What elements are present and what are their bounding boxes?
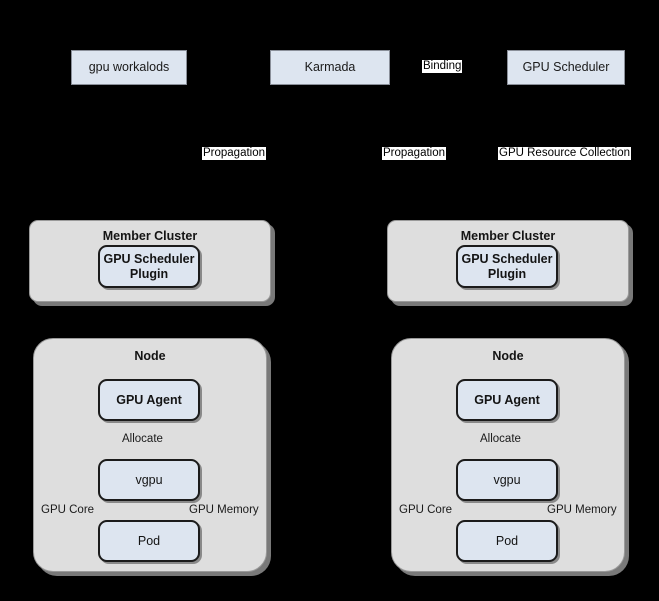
edge-label-propagation-right: Propagation xyxy=(382,147,447,160)
member-cluster-right-title: Member Cluster xyxy=(460,229,556,243)
pod-left[interactable]: Pod xyxy=(98,520,200,562)
edge-label-propagation-left: Propagation xyxy=(202,147,267,160)
gpu-core-label-right: GPU Core xyxy=(399,504,453,516)
gpu-workloads-box[interactable]: gpu workalods xyxy=(71,50,187,85)
gpu-agent-left[interactable]: GPU Agent xyxy=(98,379,200,421)
gpu-scheduler-plugin-right[interactable]: GPU Scheduler Plugin xyxy=(456,245,558,288)
gpu-scheduler-plugin-left[interactable]: GPU Scheduler Plugin xyxy=(98,245,200,288)
edge-karmada-cluster-right xyxy=(354,86,422,218)
pod-right[interactable]: Pod xyxy=(456,520,558,562)
node-right-title: Node xyxy=(492,349,524,363)
karmada-box[interactable]: Karmada xyxy=(270,50,390,85)
gpu-agent-right[interactable]: GPU Agent xyxy=(456,379,558,421)
gpu-scheduler-box[interactable]: GPU Scheduler xyxy=(507,50,625,85)
gpu-memory-label-left: GPU Memory xyxy=(189,504,259,516)
edge-karmada-cluster-left xyxy=(234,86,301,218)
edge-label-gpu-resource-collection: GPU Resource Collection xyxy=(498,147,632,160)
member-cluster-left-title: Member Cluster xyxy=(102,229,198,243)
allocate-label-right: Allocate xyxy=(480,433,521,445)
gpu-core-label-left: GPU Core xyxy=(41,504,95,516)
vgpu-right[interactable]: vgpu xyxy=(456,459,558,501)
edge-label-binding: Binding xyxy=(422,60,463,73)
vgpu-left[interactable]: vgpu xyxy=(98,459,200,501)
node-left-title: Node xyxy=(134,349,166,363)
allocate-label-left: Allocate xyxy=(122,433,163,445)
gpu-memory-label-right: GPU Memory xyxy=(547,504,617,516)
